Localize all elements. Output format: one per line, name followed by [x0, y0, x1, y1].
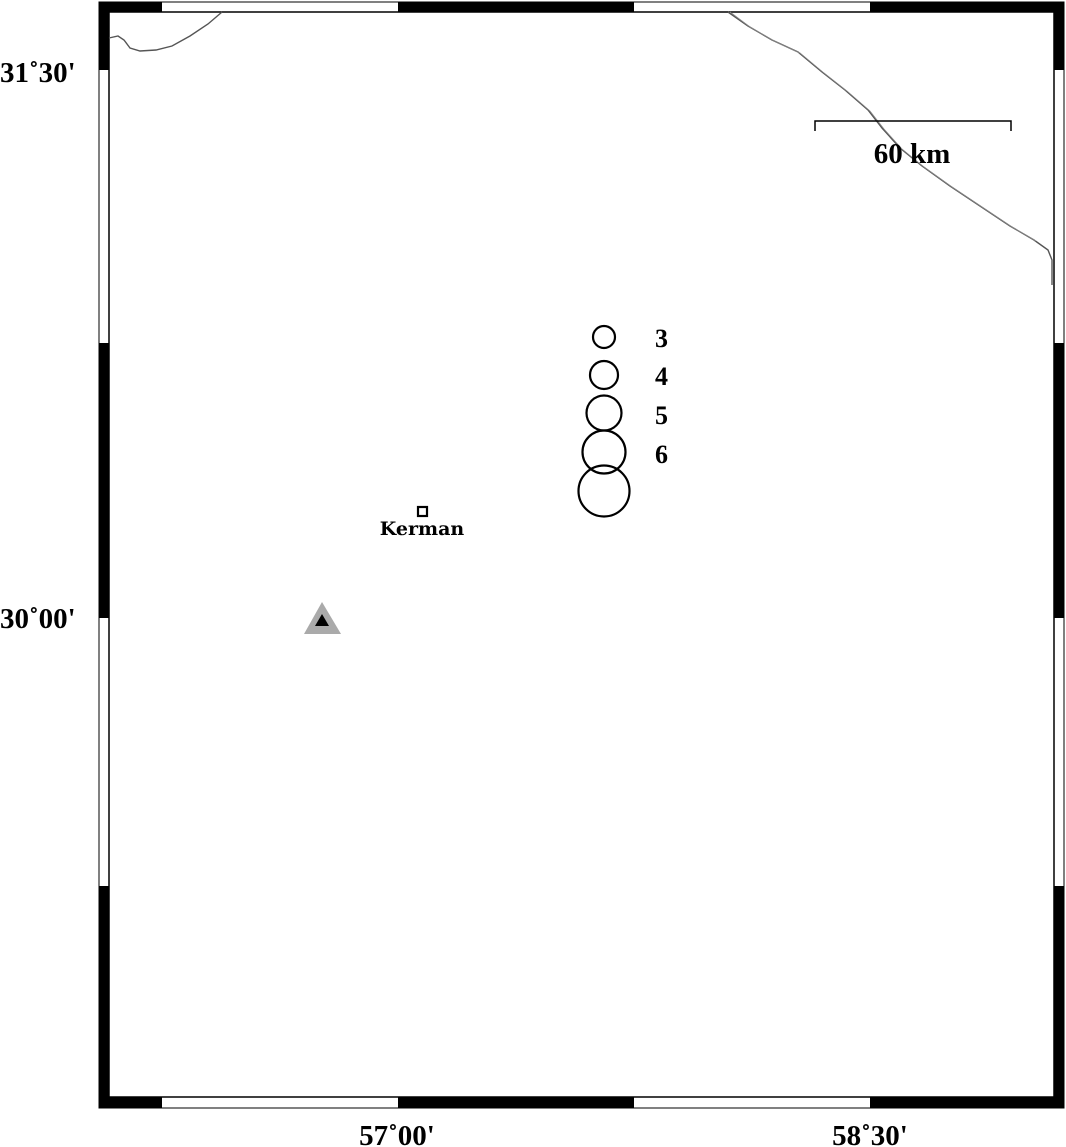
- boundary-line-northwest: [108, 11, 223, 52]
- boundary-lines: [108, 11, 1053, 285]
- legend-circle-m6: [581, 429, 627, 475]
- lat-label-31-30: 31˚30': [0, 57, 76, 89]
- magnitude-legend-labels: 3 4 5 6: [655, 324, 668, 469]
- latitude-labels: 31˚30' 30˚00': [0, 57, 76, 635]
- lon-label-57-00: 57˚00': [359, 1120, 435, 1147]
- station-marker: [304, 602, 341, 634]
- city-kerman: Kerman: [380, 505, 465, 540]
- city-square-icon: [416, 505, 429, 518]
- legend-circle-m4: [588, 359, 620, 391]
- lat-label-30-00: 30˚00': [0, 603, 76, 635]
- scale-bar-label: 60 km: [874, 138, 951, 170]
- legend-label-m3: 3: [655, 324, 668, 353]
- legend-label-m5: 5: [655, 401, 668, 430]
- scale-bar: 60 km: [814, 120, 1012, 170]
- magnitude-legend: [577, 324, 631, 518]
- lon-label-58-30: 58˚30': [832, 1120, 908, 1147]
- legend-circle-m7: [577, 464, 631, 518]
- city-label: Kerman: [380, 518, 465, 540]
- legend-circle-m3: [591, 324, 617, 350]
- legend-label-m6: 6: [655, 440, 668, 469]
- plot-area: [109, 12, 1054, 1097]
- legend-label-m4: 4: [655, 362, 668, 391]
- scale-bar-line: [814, 120, 1012, 131]
- longitude-labels: 57˚00' 58˚30': [359, 1120, 908, 1147]
- station-triangle-inner-icon: [315, 614, 329, 626]
- map-frame: [98, 1, 1065, 1109]
